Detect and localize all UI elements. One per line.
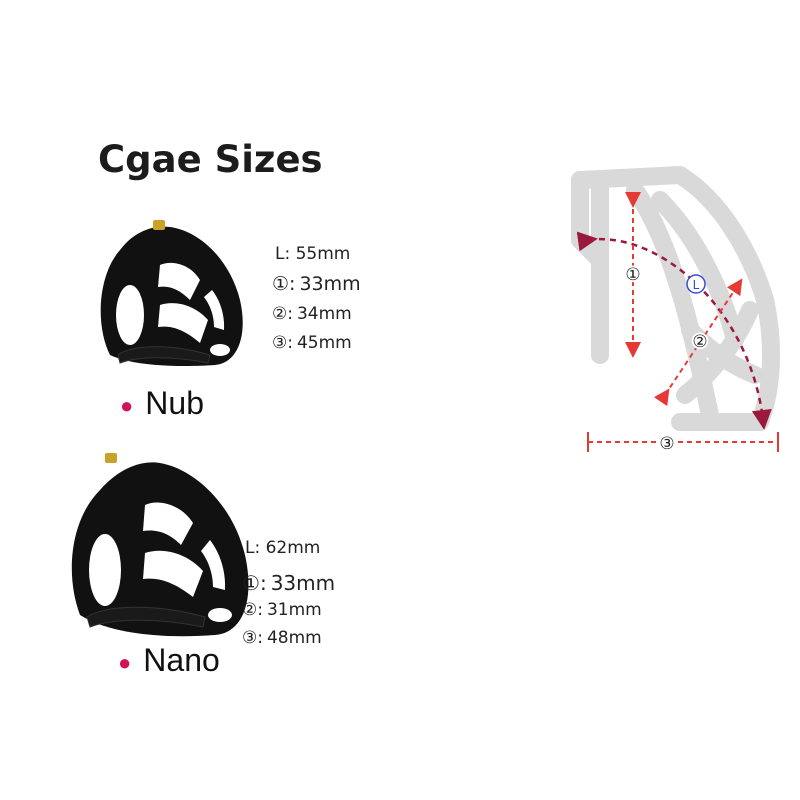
- lock-icon: [153, 220, 165, 230]
- lock-icon: [105, 453, 117, 463]
- diagram-label-L: L: [693, 278, 700, 292]
- circled-two-label: ②: [272, 304, 288, 324]
- spec-nano-L: L: 62mm: [245, 538, 321, 558]
- spec-nub-1: ①:33mm: [272, 273, 361, 295]
- circled-one-label: ①: [242, 571, 260, 595]
- circled-two-label: ②: [242, 600, 258, 620]
- spec-nano-3: ③:48mm: [242, 628, 322, 648]
- product-label-nano: ●Nano: [118, 642, 220, 678]
- spec-nano-1: ①:33mm: [242, 571, 336, 595]
- bullet-icon: ●: [118, 649, 132, 675]
- spec-nano-2: ②:31mm: [242, 600, 322, 620]
- spec-nub-L: L: 55mm: [275, 244, 351, 264]
- circled-one-label: ①: [272, 273, 290, 295]
- product-image-nub: [100, 220, 243, 366]
- L-marker-icon: [686, 274, 706, 294]
- measurement-diagram: ① ② ③ L: [571, 166, 781, 456]
- arrow-2: [653, 278, 743, 407]
- diagram-label-3: ③: [659, 434, 674, 454]
- circled-three-label: ③: [242, 628, 258, 648]
- product-image-nano: [71, 453, 249, 637]
- diagram-label-1: ①: [625, 265, 640, 285]
- spec-nub-3: ③:45mm: [272, 333, 352, 353]
- cage-outline: [571, 166, 781, 431]
- product-label-nub: ●Nub: [120, 385, 204, 421]
- bullet-icon: ●: [120, 392, 134, 418]
- spec-nub-2: ②:34mm: [272, 304, 352, 324]
- page-title: Cgae Sizes: [98, 138, 323, 181]
- circled-three-label: ③: [272, 333, 288, 353]
- diagram-label-2: ②: [692, 332, 707, 352]
